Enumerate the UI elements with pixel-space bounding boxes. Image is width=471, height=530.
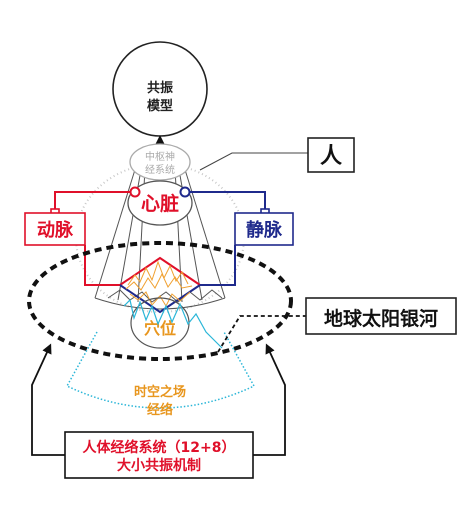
artery-circuit: [54, 191, 201, 286]
cns-label-1: 中枢神: [145, 150, 175, 163]
model-label-2: 模型: [147, 98, 173, 114]
earth-field-ellipse: [27, 241, 293, 361]
field-zigzag: [123, 298, 223, 349]
earth-label: 地球太阳银河: [324, 307, 438, 330]
person-pointer: [199, 152, 308, 171]
meridian-label: 经络: [147, 402, 173, 418]
heart-label: 心脏: [141, 192, 179, 215]
feedback-right: [253, 343, 286, 456]
heart-ellipse: [127, 180, 193, 226]
cns-ellipse: [129, 143, 191, 181]
earth-pointer: [217, 315, 306, 353]
vein-label: 静脉: [246, 219, 283, 241]
spacetime-label: 时空之场: [134, 384, 186, 400]
system-label-2: 大小共振机制: [117, 457, 201, 474]
resonance-waves: [125, 260, 193, 308]
system-box: [64, 431, 254, 479]
model-label-1: 共振: [147, 80, 173, 96]
cns-label-2: 经系统: [145, 163, 175, 176]
vein-box: [234, 212, 294, 246]
spacetime-fan: [65, 331, 256, 409]
artery-label: 动脉: [37, 219, 74, 241]
person-box: [307, 137, 355, 173]
vein-circuit: [119, 191, 266, 314]
artery-node: [129, 186, 141, 198]
system-label-1: 人体经络系统（12+8）: [83, 439, 236, 456]
earth-box: [305, 297, 457, 335]
person-label: 人: [320, 144, 342, 169]
feedback-left: [31, 343, 65, 456]
vein-node: [179, 186, 191, 198]
acupoint-label: 穴位: [144, 319, 176, 338]
artery-box: [24, 212, 86, 246]
